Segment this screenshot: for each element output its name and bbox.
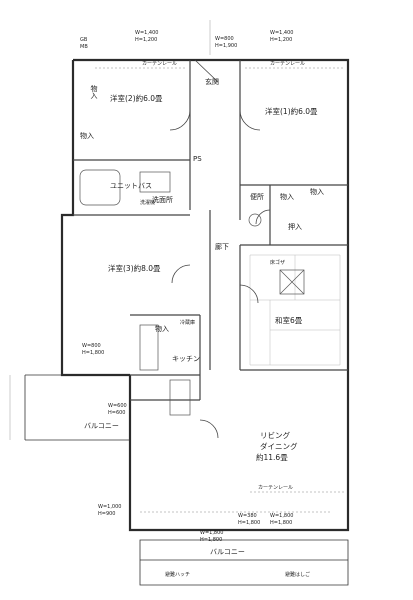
balcony-outline <box>24 374 349 586</box>
window-dim-4-h: H=1,800 <box>82 350 105 356</box>
entrance-label: 玄関 <box>205 78 219 86</box>
ldk-label-living: リビング <box>260 431 290 440</box>
balcony-left-label: バルコニー <box>84 422 119 430</box>
evac-ladder-note: 避難はしご <box>285 572 311 578</box>
window-dim-8-w: W=1,800 <box>270 513 294 519</box>
window-dim-7-w: W=380 <box>238 513 257 519</box>
window-dim-1-w: W=1,400 <box>135 30 159 36</box>
storage-b-label: 物入 <box>310 188 324 196</box>
curtain-rails <box>95 67 345 513</box>
curtain-rail-note-1: カーテンレール <box>142 61 178 67</box>
toilet-label: 便所 <box>250 193 264 201</box>
window-dim-9-h: H=1,800 <box>200 537 223 543</box>
ldk-label-size: 約11.6畳 <box>256 453 288 462</box>
western-room-2-label: 洋室(2)約6.0畳 <box>110 94 163 103</box>
dimension-lines <box>9 20 211 440</box>
washer-note: 洗濯機 <box>140 200 156 206</box>
curtain-rail-note-3: カーテンレール <box>258 485 294 491</box>
window-dim-5-w: W=600 <box>108 403 127 409</box>
window-dim-2-w: W=800 <box>215 36 234 42</box>
tokonoma-label: 床ゴザ <box>270 260 286 266</box>
unit-bath-label: ユニットバス <box>110 182 152 190</box>
oshiire-label: 押入 <box>288 223 302 231</box>
outer-walls <box>60 58 350 532</box>
fixtures <box>79 169 305 416</box>
inner-walls <box>73 60 348 401</box>
window-dim-1-h: H=1,200 <box>135 37 158 43</box>
kitchen-label: キッチン <box>172 355 200 363</box>
hall-label: 廊下 <box>215 243 229 251</box>
balcony-bottom-label: バルコニー <box>210 548 245 556</box>
storage-d-label: 物入 <box>90 85 98 99</box>
western-room-3-label: 洋室(3)約8.0畳 <box>108 264 161 273</box>
window-dim-3-h: H=1,200 <box>270 37 293 43</box>
fridge-note: 冷蔵庫 <box>180 320 196 326</box>
window-dim-5-h: H=600 <box>108 410 126 416</box>
storage-a-label: 物入 <box>280 193 294 201</box>
window-dim-2-h: H=1,900 <box>215 43 238 49</box>
curtain-rail-note-2: カーテンレール <box>270 61 306 67</box>
window-dim-9-w: W=1,800 <box>200 530 224 536</box>
western-room-1-label: 洋室(1)約6.0畳 <box>265 107 318 116</box>
evac-hatch-note: 避難ハッチ <box>165 572 191 578</box>
washroom-label: 洗面所 <box>152 196 173 204</box>
storage-e-label: 物入 <box>155 325 169 333</box>
storage-c-label: 物入 <box>80 132 94 140</box>
japanese-room-label: 和室6畳 <box>275 316 303 325</box>
gb-label: GB <box>80 37 88 43</box>
window-dim-8-h: H=1,800 <box>270 520 293 526</box>
window-dim-6-h: H=900 <box>98 511 116 517</box>
tatami-grid <box>249 254 341 366</box>
window-dim-3-w: W=1,400 <box>270 30 294 36</box>
window-dim-7-h: H=1,800 <box>238 520 261 526</box>
ps-label: PS <box>193 155 202 163</box>
window-dim-4-w: W=800 <box>82 343 101 349</box>
ldk-label-dining: ダイニング <box>260 442 298 451</box>
window-dim-6-w: W=1,000 <box>98 504 122 510</box>
doors <box>169 59 271 439</box>
mb-label: MB <box>80 44 88 50</box>
